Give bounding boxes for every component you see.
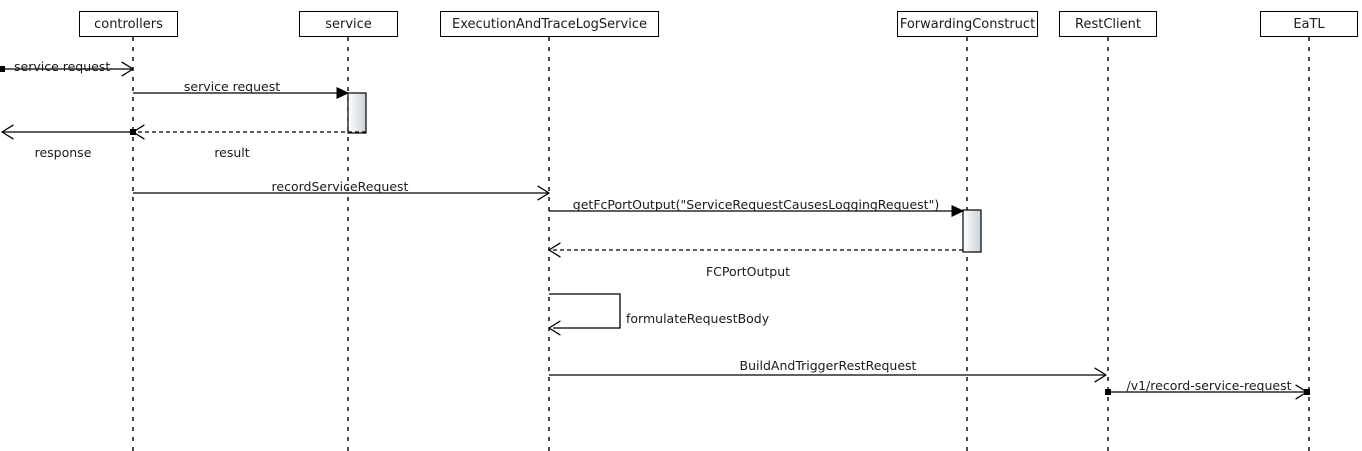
self-message-path-s1: [549, 293, 621, 329]
participant-label: EaTL: [1293, 16, 1325, 32]
participant-box-controllers[interactable]: controllers: [79, 11, 178, 37]
message-label-m1: service request: [14, 59, 111, 74]
arrowhead-m1: [121, 61, 134, 77]
arrowhead-m6: [951, 205, 965, 217]
participant-box-fc[interactable]: ForwardingConstruct: [897, 11, 1038, 37]
arrowhead-m5: [537, 185, 550, 201]
message-label-m5: recordServiceRequest: [271, 179, 409, 194]
participant-box-restclient[interactable]: RestClient: [1059, 11, 1157, 37]
participant-box-eatl[interactable]: EaTL: [1260, 11, 1358, 37]
participant-label: ExecutionAndTraceLogService: [452, 16, 647, 32]
activation-bars-layer: [347, 92, 982, 253]
participant-label: service: [325, 16, 372, 32]
arrowhead-m2: [336, 87, 350, 99]
message-label-m7: FCPortOutput: [705, 264, 791, 279]
message-source-dot-m4: [130, 129, 136, 135]
participant-label: RestClient: [1075, 16, 1141, 32]
arrowhead-m7: [548, 242, 561, 258]
participant-label: ForwardingConstruct: [899, 16, 1036, 32]
arrowhead-m4: [1, 124, 14, 140]
arrowhead-m8: [1094, 367, 1107, 383]
participant-label: controllers: [94, 16, 163, 32]
arrowhead-s1: [548, 320, 561, 336]
message-label-m9: /v1/record-service-request: [1126, 378, 1292, 393]
participant-box-service[interactable]: service: [299, 11, 398, 37]
message-label-m2: service request: [183, 79, 281, 94]
activation-bar-service: [347, 92, 367, 134]
message-label-m6: getFcPortOutput("ServiceRequestCausesLog…: [572, 197, 940, 212]
activation-bar-fc: [962, 209, 982, 253]
participant-box-etls[interactable]: ExecutionAndTraceLogService: [440, 11, 659, 37]
message-source-dot-m9: [1105, 389, 1111, 395]
message-source-dot-m1: [0, 66, 5, 72]
self-message-label-s1: formulateRequestBody: [626, 311, 770, 326]
message-arrows-layer: [0, 61, 1310, 400]
message-label-m3: result: [214, 145, 250, 160]
message-target-dot-m9: [1304, 389, 1310, 395]
message-label-m8: BuildAndTriggerRestRequest: [739, 358, 917, 373]
message-label-m4: response: [34, 145, 92, 160]
